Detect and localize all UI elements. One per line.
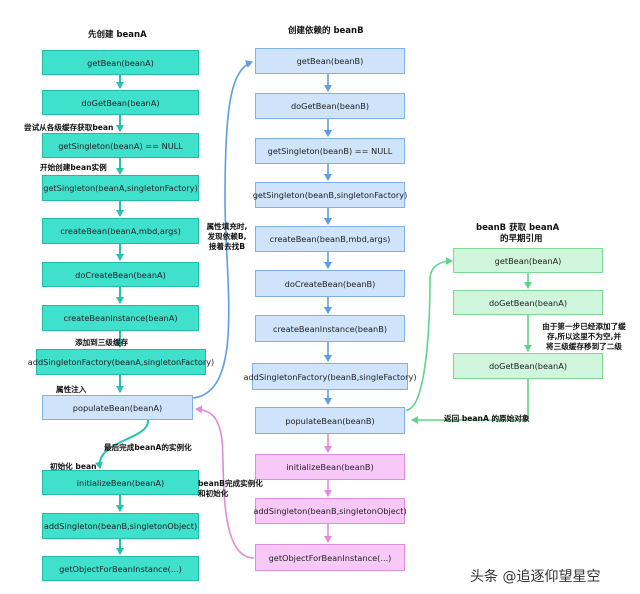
a-getobjectforbeaninstance-node: getObjectForBeanInstance(...) [42, 556, 199, 581]
a-dogetbean-node: doGetBean(beanA) [42, 90, 199, 115]
b-getsingleton-null-node: getSingleton(beanB) == NULL [255, 138, 405, 164]
arrow-b-to-c [405, 257, 453, 411]
note-b-done-line2: 和初始化 [198, 489, 229, 498]
b-createbean-node: createBean(beanB,mbd,args) [255, 226, 405, 252]
note-try-cache: 尝试从各级缓存获取bean [24, 123, 114, 132]
arrow-c-return [411, 379, 529, 424]
note-b-done-line1: beanB完成实例化 [198, 479, 263, 488]
column-c-title-line1: beanB 获取 beanA [476, 223, 560, 233]
arrow-a-9 [95, 419, 150, 469]
arrow-a-to-b [192, 60, 253, 399]
note-finish-a: 最后完成beanA的实例化 [104, 443, 192, 452]
note-fill-property-line3: 接着去找B [208, 242, 246, 251]
column-c-title-line2: 的早期引用 [500, 234, 543, 244]
b-addsingleton-node: addSingleton(beanB,singletonObject) [253, 498, 407, 524]
c-getbean-node: getBean(beanA) [453, 248, 603, 273]
note-cache-moved: 由于第一步已经添加了缓 存,所以这里不为空,并 将三级缓存移到了二级 [532, 322, 636, 352]
note-fill-property: 属性填充时, 发现依赖B, 接着去找B [198, 222, 256, 252]
note-fill-property-line2: 发现依赖B, [207, 232, 247, 241]
b-initializebean-node: initializeBean(beanB) [255, 454, 405, 480]
b-dogetbean-node: doGetBean(beanB) [255, 93, 405, 119]
note-cache-moved-line2: 存,所以这里不为空,并 [546, 332, 622, 341]
a-getsingleton-null-node: getSingleton(beanA) == NULL [42, 133, 199, 158]
a-docreatebean-node: doCreateBean(beanA) [42, 262, 199, 287]
b-docreatebean-node: doCreateBean(beanB) [255, 270, 405, 297]
a-getsingleton-factory-node: getSingleton(beanA,singletonFactory) [42, 175, 199, 201]
b-getbean-node: getBean(beanB) [255, 48, 405, 74]
watermark: 头条 @追逐仰望星空 [470, 569, 601, 585]
c-dogetbean-node-2: doGetBean(beanA) [453, 353, 603, 379]
note-b-done: beanB完成实例化 和初始化 [198, 479, 263, 499]
note-return-a: 返回 beanA 的原始对象 [444, 414, 530, 423]
b-populatebean-node: populateBean(beanB) [255, 407, 405, 434]
note-cache-moved-line1: 由于第一步已经添加了缓 [542, 322, 626, 331]
a-createbeaninstance-node: createBeanInstance(beanA) [42, 305, 199, 331]
a-addsingleton-node: addSingleton(beanB,singletonObject) [42, 513, 199, 539]
arrow-b-back-to-a [195, 405, 255, 559]
a-initializebean-node: initializeBean(beanA) [42, 470, 199, 495]
note-property-inject: 属性注入 [56, 385, 87, 394]
c-dogetbean-node-1: doGetBean(beanA) [453, 290, 603, 315]
b-getobjectforbeaninstance-node: getObjectForBeanInstance(...) [255, 544, 405, 571]
a-createbean-node: createBean(beanA,mbd,args) [42, 218, 199, 244]
b-getsingleton-factory-node: getSingleton(beanB,singletonFactory) [253, 182, 407, 208]
column-a-title: 先创建 beanA [88, 30, 147, 40]
a-getbean-node: getBean(beanA) [42, 50, 199, 75]
note-cache-moved-line3: 将三级缓存移到了二级 [546, 342, 622, 351]
a-addsingletonfactory-node: addSingletonFactory(beanA,singletonFacto… [28, 349, 214, 375]
note-start-create: 开始创建bean实例 [40, 163, 107, 172]
column-b-title: 创建依赖的 beanB [288, 26, 364, 36]
a-populatebean-node: populateBean(beanA) [42, 395, 193, 420]
b-createbeaninstance-node: createBeanInstance(beanB) [255, 315, 405, 342]
b-addsingletonfactory-node: addSingletonFactory(beanB,singleFactory) [243, 363, 417, 390]
note-fill-property-line1: 属性填充时, [206, 222, 248, 231]
note-add-third-cache: 添加到三级缓存 [75, 338, 129, 347]
note-init-bean: 初始化 bean [50, 462, 97, 471]
